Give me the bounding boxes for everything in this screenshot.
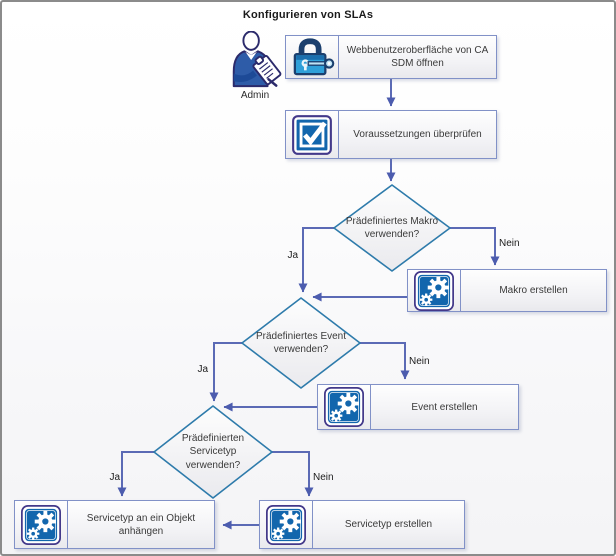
decision-macro-label: Prädefiniertes Makro verwenden? <box>345 215 439 241</box>
edge-label-ja-servicetype: Ja <box>109 472 120 483</box>
edge-label-ja-event: Ja <box>197 364 208 375</box>
step-create-servicetype: Servicetyp erstellen <box>259 500 465 549</box>
step-check-prereq-label: Voraussetzungen überprüfen <box>353 129 482 140</box>
gears-icon <box>318 385 371 429</box>
edge-nein-to-create-event <box>360 342 410 380</box>
gears-icon <box>408 270 461 311</box>
decision-macro-shape <box>333 184 451 272</box>
diagram-title: Konfigurieren von SLAs <box>242 9 374 21</box>
decision-servicetype-shape <box>153 405 273 499</box>
step-create-event: Event erstellen <box>317 384 519 430</box>
step-open-ui: Webbenutzeroberfläche von CA SDM öffnen <box>285 35 497 79</box>
decision-event-label: Prädefiniertes Event verwenden? <box>255 330 347 356</box>
gears-icon <box>260 501 313 548</box>
edge-ja-to-decision-servicetype <box>209 342 242 402</box>
step-create-event-label: Event erstellen <box>411 401 478 413</box>
step-create-macro: Makro erstellen <box>407 269 607 312</box>
gears-icon <box>15 501 68 548</box>
decision-event-shape <box>241 297 361 389</box>
step-create-macro-label: Makro erstellen <box>499 285 568 296</box>
lock-key-icon <box>286 36 339 78</box>
actor-label: Admin <box>240 90 270 101</box>
admin-person-icon <box>228 31 282 89</box>
edge-nein-to-create-servicetype <box>272 451 314 497</box>
edge-label-nein-servicetype: Nein <box>313 472 334 483</box>
edge-ja-to-attach-servicetype <box>117 451 154 497</box>
decision-servicetype-label: Prädefinierten Servicetyp verwenden? <box>181 432 245 471</box>
step-attach-servicetype-label: Servicetyp an ein Objekt anhängen <box>86 512 196 537</box>
edge-label-nein-event: Nein <box>409 356 430 367</box>
actor-admin: Admin <box>227 31 283 101</box>
edge-nein-to-create-macro <box>450 227 500 266</box>
step-check-prereq: Voraussetzungen überprüfen <box>285 110 497 159</box>
edge-label-ja-macro: Ja <box>287 250 298 261</box>
step-create-servicetype-label: Servicetyp erstellen <box>344 519 433 530</box>
step-attach-servicetype: Servicetyp an ein Objekt anhängen <box>14 500 215 549</box>
checkbox-icon <box>286 111 339 158</box>
edge-ja-to-decision-event <box>298 227 334 293</box>
step-open-ui-label: Webbenutzeroberfläche von CA SDM öffnen <box>346 45 489 69</box>
edge-label-nein-macro: Nein <box>499 238 520 249</box>
